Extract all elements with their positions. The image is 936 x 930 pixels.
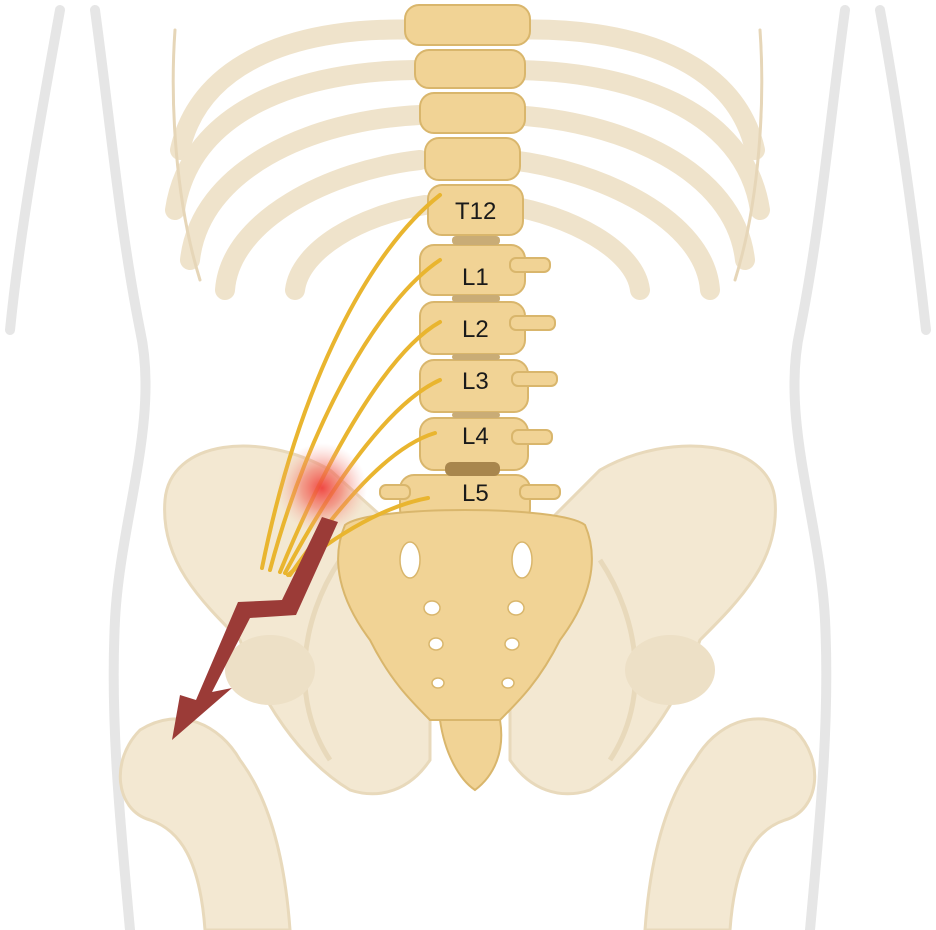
coccyx [440, 720, 501, 790]
label-t12: T12 [455, 200, 496, 224]
label-l1: L1 [462, 266, 489, 290]
label-l2: L2 [462, 318, 489, 342]
label-l3: L3 [462, 370, 489, 394]
label-l5: L5 [462, 482, 489, 506]
label-l4: L4 [462, 425, 489, 449]
